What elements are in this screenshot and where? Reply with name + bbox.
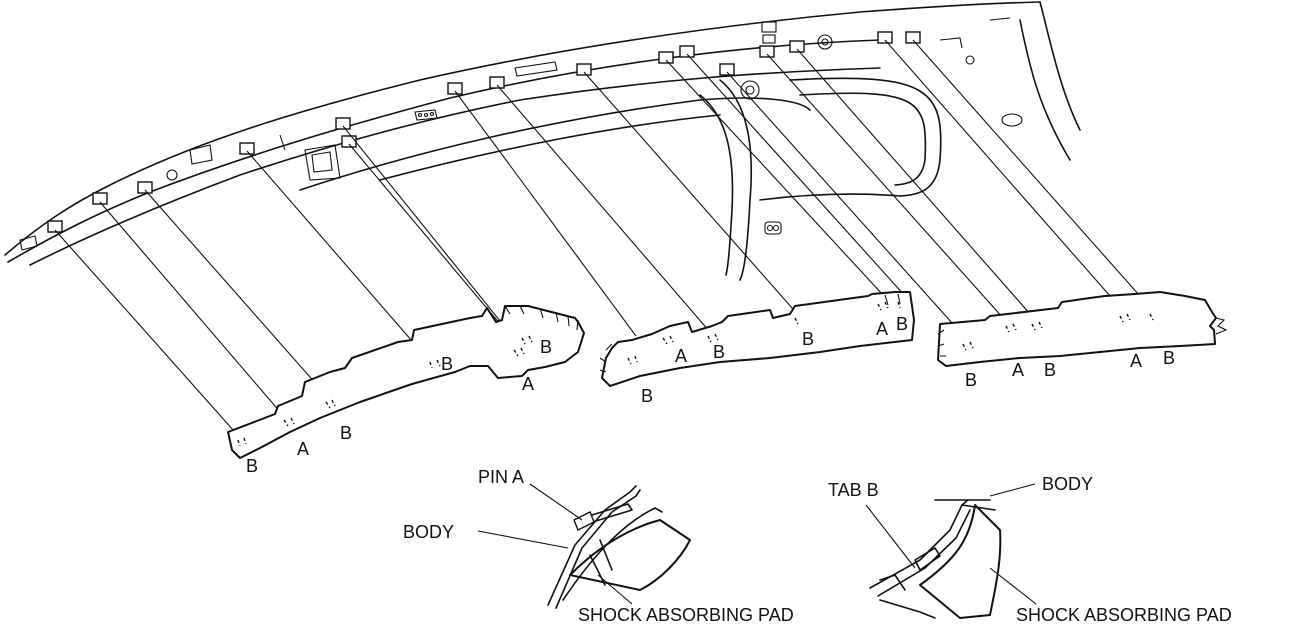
label-shock-absorbing-pad-right: SHOCK ABSORBING PAD: [1016, 605, 1232, 625]
marker-b: B: [713, 342, 725, 362]
marker-a: A: [522, 374, 534, 394]
shock-pad-left: [227, 305, 585, 459]
marker-b: B: [441, 354, 453, 374]
marker-b: B: [246, 456, 258, 476]
callout-labels: PIN A BODY SHOCK ABSORBING PAD TAB B BOD…: [403, 467, 1232, 625]
marker-a: A: [876, 319, 888, 339]
detail-pin-a: [547, 485, 691, 609]
marker-b: B: [896, 314, 908, 334]
marker-b: B: [340, 423, 352, 443]
clip-markers: B A B B A B B A B B A B B A B A B: [246, 314, 1175, 476]
label-tab-b: TAB B: [828, 480, 879, 500]
marker-b: B: [641, 386, 653, 406]
marker-b: B: [1163, 348, 1175, 368]
roof-body-structure: [4, 1, 1081, 281]
marker-a: A: [675, 346, 687, 366]
marker-a: A: [297, 439, 309, 459]
shock-pad-right: [937, 291, 1228, 367]
label-body-left: BODY: [403, 522, 454, 542]
marker-b: B: [540, 337, 552, 357]
body-slots: [47, 31, 921, 233]
marker-b: B: [1044, 360, 1056, 380]
shock-pad-center: [599, 291, 915, 387]
marker-b: B: [965, 370, 977, 390]
label-body-right: BODY: [1042, 474, 1093, 494]
marker-a: A: [1012, 360, 1024, 380]
assembly-leader-lines: [54, 39, 1156, 441]
label-shock-absorbing-pad-left: SHOCK ABSORBING PAD: [578, 605, 794, 625]
callout-lines: [477, 483, 1037, 605]
detail-tab-b: [869, 499, 1002, 619]
marker-b: B: [802, 329, 814, 349]
marker-a: A: [1130, 351, 1142, 371]
label-pin-a: PIN A: [478, 467, 524, 487]
